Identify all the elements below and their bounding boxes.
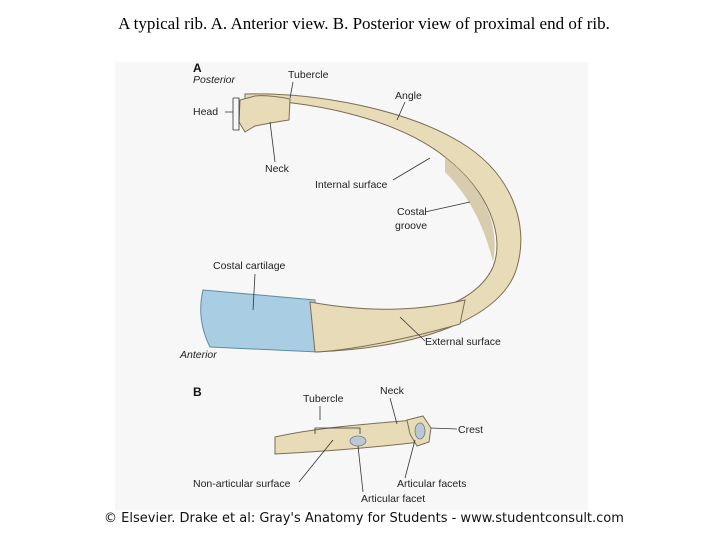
crest-label: Crest [458, 424, 483, 436]
slide-title: A typical rib. A. Anterior view. B. Post… [118, 14, 610, 33]
leader-line [314, 406, 361, 434]
tubercle-label-b: Tubercle [303, 393, 344, 405]
anterior-label: Anterior [179, 349, 217, 361]
leader-line [225, 97, 240, 131]
internal-surface-label: Internal surface [315, 179, 388, 191]
rib-head [238, 95, 291, 133]
leader-line [396, 101, 406, 121]
rib-figure-panel: A Posterior Tubercle Head Angle Neck Int… [115, 62, 588, 510]
rib-proximal-end [274, 419, 421, 455]
articular-facet-shape [349, 435, 367, 447]
external-surface-label: External surface [425, 336, 501, 348]
articular-facets-shape [414, 422, 426, 440]
panel-b-letter: B [193, 385, 202, 399]
leader-line [389, 397, 398, 425]
costal-groove-label-2: groove [395, 220, 427, 232]
leader-line [289, 81, 294, 99]
copyright-credit: © Elsevier. Drake et al: Gray's Anatomy … [104, 511, 624, 526]
leader-line [404, 439, 416, 479]
leader-line [392, 157, 431, 181]
leader-line [269, 121, 276, 163]
panel-a-letter: A [193, 62, 202, 75]
leader-line [430, 427, 458, 430]
rib-illustration: A Posterior Tubercle Head Angle Neck Int… [179, 62, 522, 505]
angle-label: Angle [395, 90, 422, 102]
neck-label-a: Neck [265, 163, 290, 175]
leader-line [252, 273, 256, 311]
costal-groove-label-1: Costal [397, 206, 427, 218]
articular-facet-label: Articular facet [361, 493, 425, 505]
leader-line [424, 201, 471, 213]
tubercle-label-a: Tubercle [288, 69, 329, 81]
neck-label-b: Neck [380, 385, 405, 397]
leader-line [357, 445, 364, 493]
posterior-label: Posterior [193, 74, 236, 86]
rib-anterior-end [309, 299, 466, 353]
costal-cartilage-shape [200, 289, 319, 353]
articular-facets-label: Articular facets [397, 478, 466, 490]
rib-shade [445, 157, 495, 262]
leader-line [399, 316, 426, 342]
leader-line [298, 439, 334, 483]
costal-cartilage-label: Costal cartilage [213, 260, 286, 272]
head-label-a: Head [193, 106, 218, 118]
non-articular-surface-label: Non-articular surface [193, 478, 291, 490]
